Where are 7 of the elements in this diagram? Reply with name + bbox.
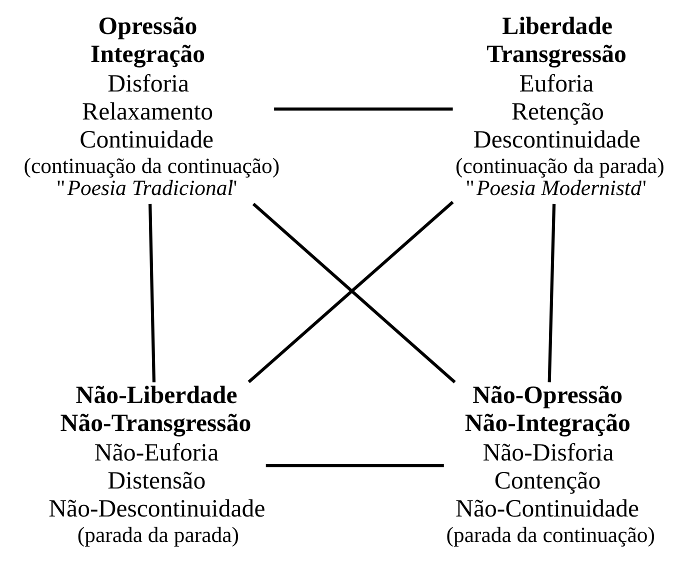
connector: [148, 204, 156, 382]
connector: [265, 464, 444, 468]
connector: [274, 108, 452, 111]
connector: [547, 204, 556, 382]
node-text: Liberdade Transgressão Euforia Retenção Descontinuidade (continuação da parada) "Poesia Modernista": [455, 13, 664, 200]
node-text: Não-Liberdade Não-Transgressão Não-Euforia Distensão Não-Descontinuidade (parada da parada): [48, 382, 265, 547]
node-text: Não-Opressão Não-Integração Não-Disforia Contenção Não-Continuidade (parada da continuação): [446, 382, 655, 547]
